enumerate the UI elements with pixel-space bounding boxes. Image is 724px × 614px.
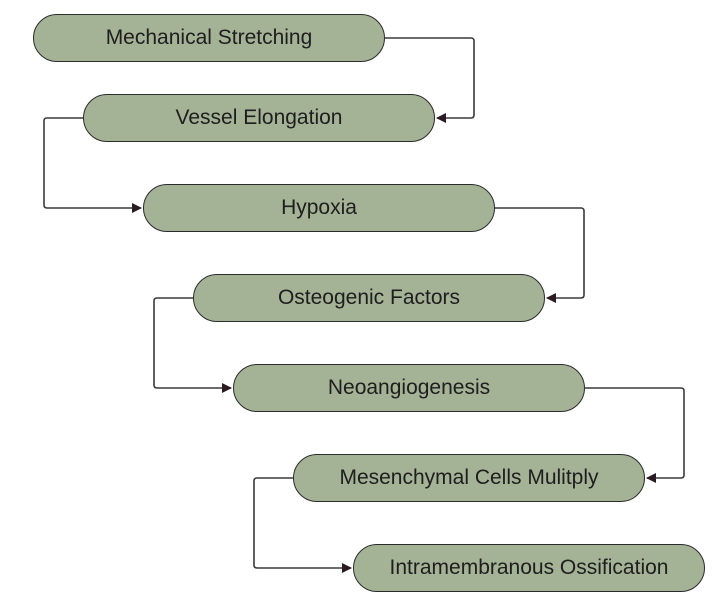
arrow-hypoxia-to-osteogenic <box>495 207 585 303</box>
arrow-vessel-to-hypoxia <box>43 117 142 213</box>
step-label: Vessel Elongation <box>175 106 343 129</box>
step-label: Hypoxia <box>281 196 357 219</box>
step-label: Mesenchymal Cells Mulitply <box>339 466 599 489</box>
arrow-osteogenic-to-neoangiogenesis <box>153 297 232 393</box>
step-label: Intramembranous Ossification <box>389 556 669 579</box>
step-vessel-elongation: Vessel Elongation <box>83 94 435 142</box>
step-osteogenic-factors: Osteogenic Factors <box>193 274 545 322</box>
arrow-mesenchymal-to-ossification <box>253 477 352 573</box>
step-label: Mechanical Stretching <box>105 26 313 49</box>
arrow-mechanical-to-vessel <box>385 37 475 123</box>
step-label: Osteogenic Factors <box>277 286 461 309</box>
step-mesenchymal-cells-multiply: Mesenchymal Cells Mulitply <box>293 454 645 502</box>
step-label: Neoangiogenesis <box>327 376 491 399</box>
step-neoangiogenesis: Neoangiogenesis <box>233 364 585 412</box>
arrow-neoangiogenesis-to-mesenchymal <box>585 387 685 483</box>
step-intramembranous-ossification: Intramembranous Ossification <box>353 544 705 592</box>
step-mechanical-stretching: Mechanical Stretching <box>33 14 385 62</box>
step-hypoxia: Hypoxia <box>143 184 495 232</box>
